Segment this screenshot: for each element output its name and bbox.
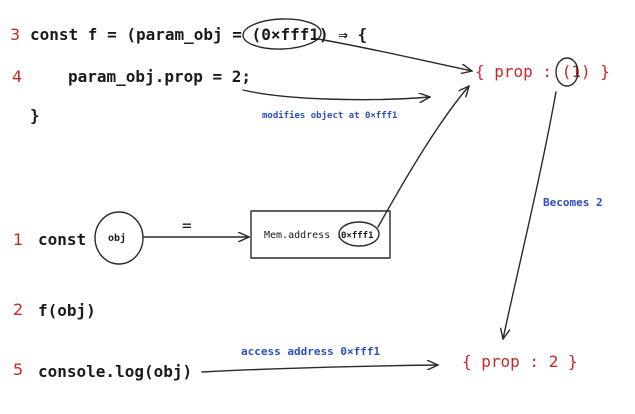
step-number-4: 4: [12, 67, 22, 86]
modifies-annotation: modifies object at 0×fff1: [262, 110, 397, 121]
address-highlight-circle: [242, 18, 322, 50]
prop-assignment-line: param_obj.prop = 2;: [68, 67, 251, 86]
becomes-annotation: Becomes 2: [543, 196, 603, 209]
equals-sign: =: [182, 216, 192, 235]
access-annotation: access address 0×fff1: [241, 345, 380, 358]
closing-brace: }: [30, 106, 40, 125]
obj-circle: [94, 211, 144, 265]
memory-address-value: 0×fff1: [341, 231, 374, 241]
arrow-param-to-object: [317, 38, 472, 71]
console-log-line: console.log(obj): [38, 362, 192, 381]
obj-label: obj: [108, 232, 126, 244]
const-keyword: const: [38, 230, 86, 249]
arrow-console-to-result: [201, 365, 438, 373]
step-number-1: 1: [13, 230, 23, 249]
object-after: { prop : 2 }: [462, 352, 578, 371]
arrow-modifies-to-object: [242, 89, 430, 100]
step-number-3: 3: [10, 25, 20, 44]
arrow-memory-to-object: [377, 86, 469, 228]
function-call-line: f(obj): [38, 301, 96, 320]
function-definition-line: const f = (param_obj = (0×fff1) ⇒ {: [30, 25, 367, 44]
prop-value-circle: [555, 57, 579, 87]
memory-address-label: Mem.address :: [264, 230, 342, 241]
memory-address-box: [250, 210, 391, 259]
arrow-becomes: [503, 91, 557, 339]
step-number-5: 5: [13, 360, 23, 379]
step-number-2: 2: [13, 300, 23, 319]
memory-address-circle: [338, 221, 380, 247]
object-before: { prop : (1) }: [475, 62, 610, 81]
